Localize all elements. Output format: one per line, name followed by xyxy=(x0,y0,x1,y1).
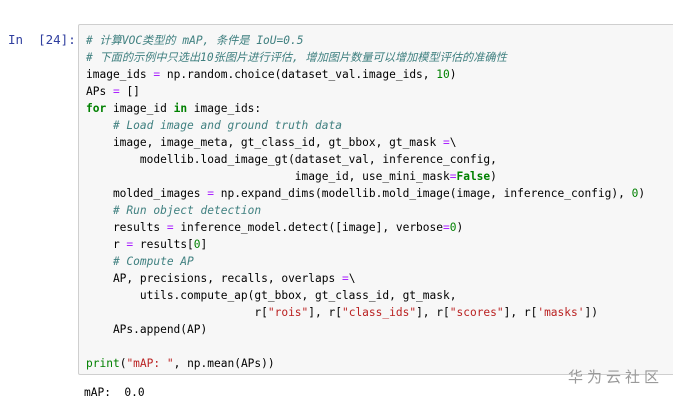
code-line-6: # Load image and ground truth data xyxy=(86,117,645,134)
code-line-17: r["rois"], r["class_ids"], r["scores"], … xyxy=(86,306,598,319)
code-line-16: utils.compute_ap(gt_bbox, gt_class_id, g… xyxy=(86,289,457,302)
code-line-1: # 计算VOC类型的 mAP, 条件是 IoU=0.5 xyxy=(86,32,645,49)
code-comment-2: # 下面的示例中只选出10张图片进行评估, 增加图片数量可以增加模型评估的准确性 xyxy=(86,51,507,64)
code-line-13: r = results[0] xyxy=(86,238,208,251)
code-comment-11: # Run object detection xyxy=(86,204,262,217)
cell-input-prompt: In [24]: xyxy=(8,32,76,47)
code-line-2: # 下面的示例中只选出10张图片进行评估, 增加图片数量可以增加模型评估的准确性 xyxy=(86,49,645,66)
cell-output: mAP: 0.0 xyxy=(84,386,145,399)
code-line-15: AP, precisions, recalls, overlaps =\ xyxy=(86,272,356,285)
code-line-20: print("mAP: ", np.mean(APs)) xyxy=(86,357,275,370)
code-line-3: image_ids = np.random.choice(dataset_val… xyxy=(86,68,457,81)
code-cell-editor[interactable]: # 计算VOC类型的 mAP, 条件是 IoU=0.5 # 下面的示例中只选出10… xyxy=(78,24,673,375)
code-comment-1: # 计算VOC类型的 mAP, 条件是 IoU=0.5 xyxy=(86,34,304,47)
code-line-7: image, image_meta, gt_class_id, gt_bbox,… xyxy=(86,136,457,149)
code-line-10: molded_images = np.expand_dims(modellib.… xyxy=(86,187,646,200)
code-area[interactable]: # 计算VOC类型的 mAP, 条件是 IoU=0.5 # 下面的示例中只选出10… xyxy=(86,32,645,372)
code-line-4: APs = [] xyxy=(86,85,140,98)
watermark-logo-text: 华为云社区 xyxy=(567,368,663,386)
code-line-12: results = inference_model.detect([image]… xyxy=(86,221,464,234)
code-comment-6: # Load image and ground truth data xyxy=(86,119,342,132)
code-line-8: modellib.load_image_gt(dataset_val, infe… xyxy=(86,153,497,166)
code-line-5: for image_id in image_ids: xyxy=(86,102,262,115)
code-line-9: image_id, use_mini_mask=False) xyxy=(86,170,497,183)
code-comment-14: # Compute AP xyxy=(86,255,194,268)
code-line-18: APs.append(AP) xyxy=(86,323,208,336)
code-line-14: # Compute AP xyxy=(86,253,645,270)
code-line-11: # Run object detection xyxy=(86,202,645,219)
code-line-19 xyxy=(86,338,645,355)
